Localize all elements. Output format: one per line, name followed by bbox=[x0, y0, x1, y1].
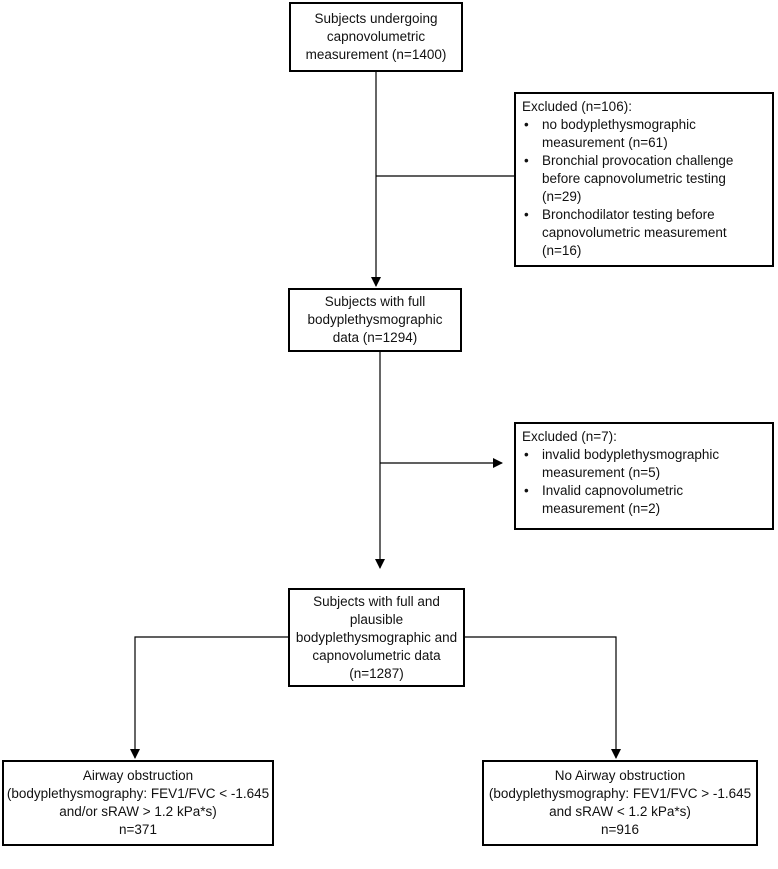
obstruction-line: n=371 bbox=[119, 822, 157, 837]
plausible-line: Subjects with full and bbox=[313, 593, 440, 609]
exclusion-1-title: Excluded (n=106): bbox=[522, 99, 632, 114]
obstruction-line: Airway obstruction bbox=[82, 768, 194, 783]
full-line: bodyplethysmographic bbox=[307, 312, 443, 327]
exclusion-1-item: Bronchodilator testing beforecapnovolume… bbox=[522, 206, 766, 260]
plausible-line: bodyplethysmographic and bbox=[295, 629, 458, 645]
no-obstruction-line: and sRAW < 1.2 kPa*s) bbox=[549, 804, 691, 819]
no-obstruction-line: No Airway obstruction bbox=[554, 768, 686, 783]
start-line: capnovolumetric bbox=[326, 29, 426, 44]
plausible-line: capnovolumetric data bbox=[312, 647, 441, 663]
plausible-line: (n=1287) bbox=[349, 665, 404, 681]
exclusion-box-1: Excluded (n=106): no bodyplethysmographi… bbox=[514, 92, 774, 267]
exclusion-box-2: Excluded (n=7): invalid bodyplethysmogra… bbox=[514, 422, 774, 530]
exclusion-2-title: Excluded (n=7): bbox=[522, 429, 617, 444]
full-line: Subjects with full bbox=[324, 294, 426, 309]
obstruction-line: (bodyplethysmography: FEV1/FVC < -1.645 bbox=[6, 786, 270, 801]
full-line: data (n=1294) bbox=[332, 330, 418, 345]
obstruction-line: and/or sRAW > 1.2 kPa*s) bbox=[59, 804, 217, 819]
start-line: measurement (n=1400) bbox=[305, 47, 447, 62]
arrow-to-obstruction bbox=[130, 636, 288, 759]
no-obstruction-line: (bodyplethysmography: FEV1/FVC > -1.645 bbox=[488, 786, 752, 801]
plausible-box: Subjects with full and plausible bodyple… bbox=[288, 588, 465, 687]
full-bodyplethys-box: Subjects with full bodyplethysmographic … bbox=[288, 288, 462, 352]
start-box: Subjects undergoing capnovolumetric meas… bbox=[289, 2, 463, 72]
start-line: Subjects undergoing bbox=[314, 11, 438, 26]
no-obstruction-line: n=916 bbox=[601, 822, 639, 837]
plausible-line: plausible bbox=[349, 611, 404, 627]
arrow-to-no-obstruction bbox=[465, 636, 621, 759]
obstruction-box: Airway obstruction (bodyplethysmography:… bbox=[2, 760, 274, 846]
exclusion-2-item: invalid bodyplethysmographicmeasurement … bbox=[522, 446, 766, 482]
no-obstruction-box: No Airway obstruction (bodyplethysmograp… bbox=[482, 760, 758, 846]
